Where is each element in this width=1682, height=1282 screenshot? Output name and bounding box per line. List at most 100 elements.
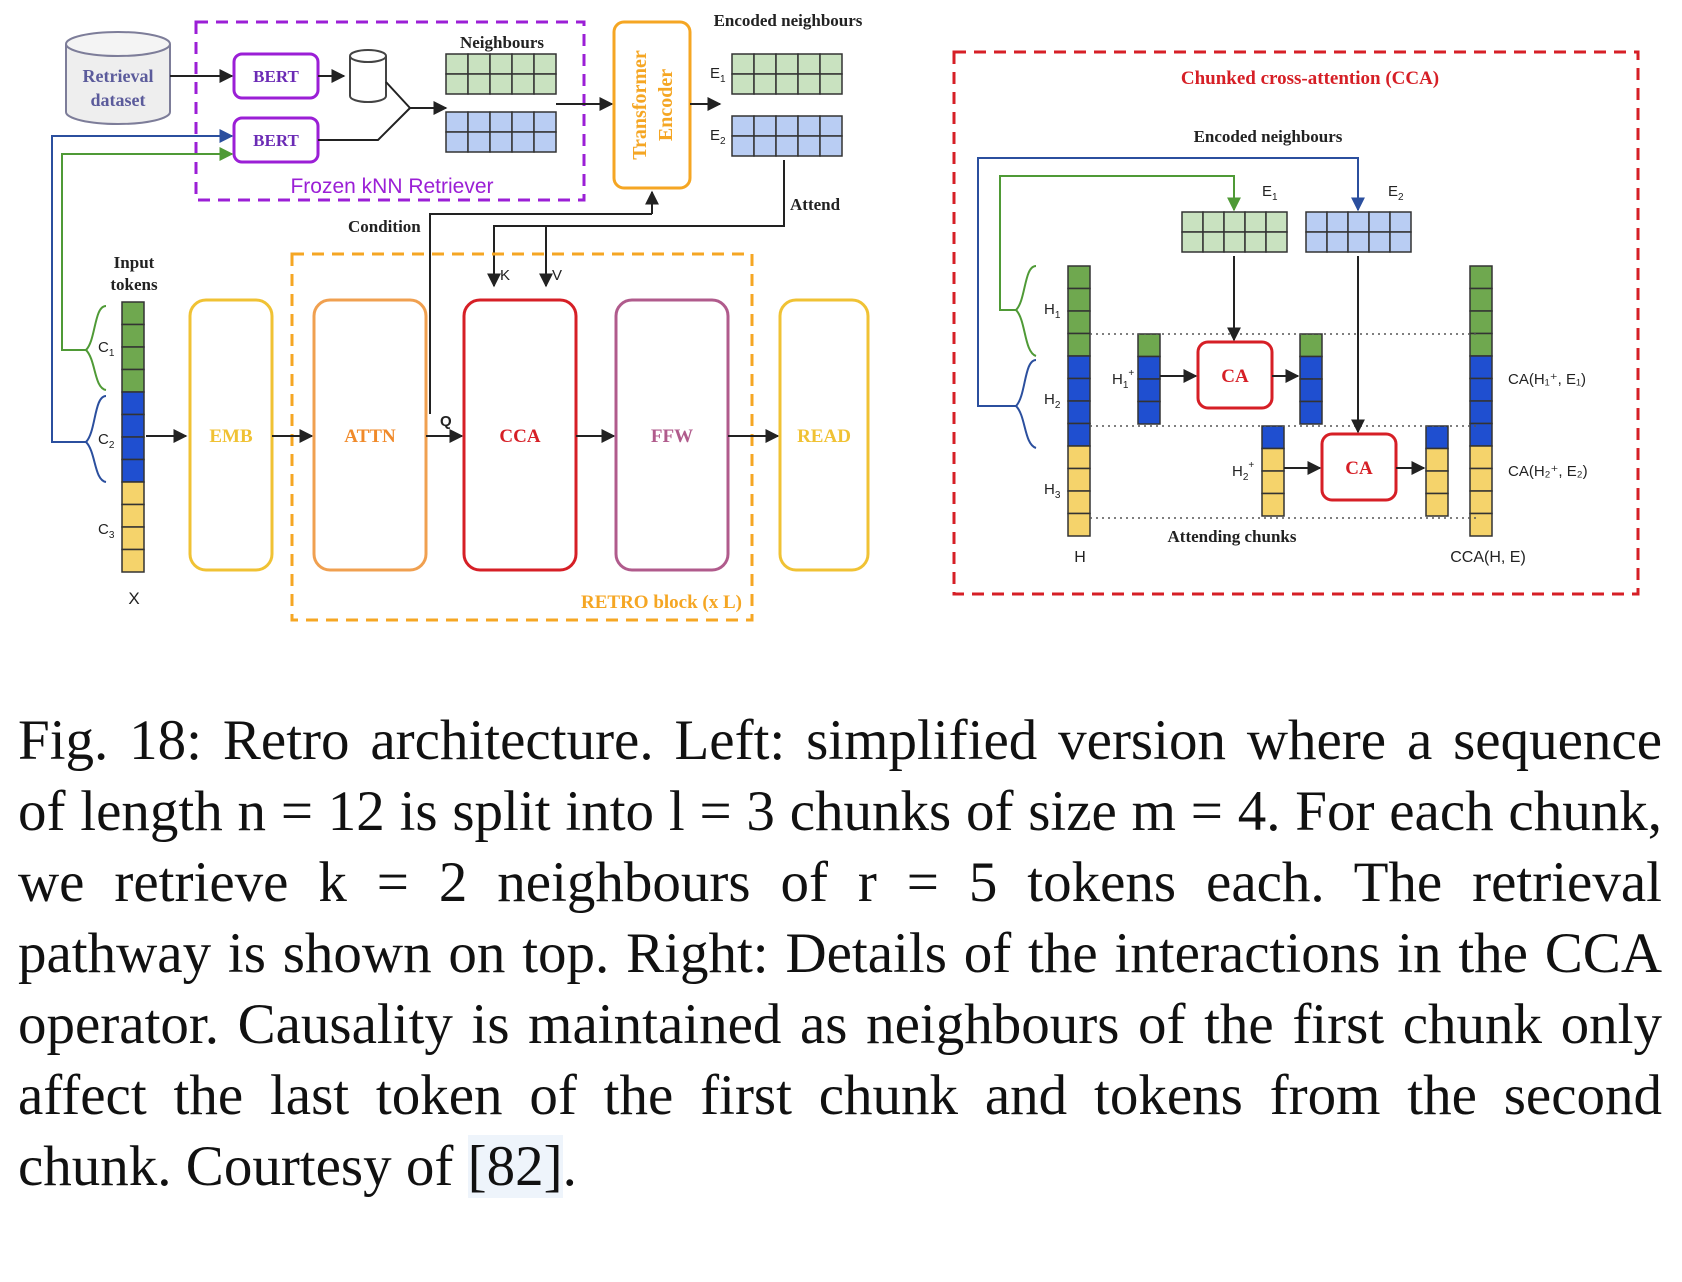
neighbours-label: Neighbours [460,33,544,52]
ca1-output-cell [1299,355,1323,380]
encoded-cell [775,115,799,137]
neighbour-cell [511,53,535,75]
right-encoded-cell [1389,211,1412,233]
encoded-cell [819,73,843,95]
encoded-cell [731,53,755,75]
h-token-cell [1067,377,1091,402]
bert-top-label: BERT [253,67,299,86]
input-token-cell [121,526,145,551]
input-token-cell [121,481,145,506]
frozen-knn-label: Frozen kNN Retriever [290,175,493,198]
input-token-cell [121,436,145,461]
ca-output-2-label: CA(H₂⁺, E₂) [1508,463,1588,480]
cca-output-label: CCA(H, E) [1450,549,1526,566]
neighbour-cell [467,111,491,133]
right-encoded-cell [1326,231,1349,253]
neighbour-cell [511,111,535,133]
c2-label: C2 [98,431,115,451]
neighbour-grids [445,53,557,153]
encoded-cell [775,135,799,157]
right-encoded-grids [1181,211,1412,253]
cca-output-cell [1469,422,1493,447]
right-encoded-cell [1244,211,1267,233]
ca1-label: CA [1221,366,1249,387]
ffw-label: FFW [651,426,693,447]
cca-output-cell [1469,400,1493,425]
cca-encoded-neighbours-label: Encoded neighbours [1194,127,1343,146]
cca-detail-title: Chunked cross-attention (CCA) [1181,68,1439,89]
ca2-label: CA [1345,458,1373,479]
ca2-output-cell [1425,470,1449,495]
retrieval-dataset-label-2: dataset [91,90,146,110]
attn-label: ATTN [344,426,396,447]
h2-plus-label: H2+ [1232,460,1254,483]
cca-output-cell [1469,265,1493,290]
figure-caption: Fig. 18: Retro architecture. Left: simpl… [18,705,1662,1202]
right-encoded-cell [1244,231,1267,253]
retrieval-dataset-label-1: Retrieval [83,66,154,86]
input-token-cell [121,346,145,371]
k-label: K [500,267,510,284]
neighbour-cell [489,53,513,75]
h-token-cell [1067,512,1091,537]
encoded-cell [797,135,821,157]
right-e1-label: E1 [1262,183,1278,203]
h1-plus-cell [1137,400,1161,425]
h2-label: H2 [1044,391,1061,411]
read-box [778,298,870,572]
transformer-encoder-box [612,20,692,190]
right-encoded-cell [1265,231,1288,253]
right-encoded-cell [1202,211,1225,233]
encoded-cell [753,135,777,157]
neighbour-cell [511,131,535,153]
emb-label: EMB [209,426,253,447]
neighbour-cell [533,53,557,75]
h2-plus-cell [1261,425,1285,450]
neighbour-cell [445,73,469,95]
read-label: READ [797,426,851,447]
encoded-cell [819,53,843,75]
h1-plus-label: H1+ [1112,368,1134,391]
right-encoded-cell [1305,231,1328,253]
h-token-cell [1067,445,1091,470]
encoded-cell [819,135,843,157]
input-token-cell [121,301,145,326]
input-token-column [121,301,145,573]
x-label: X [128,589,139,608]
neighbour-cell [489,131,513,153]
neighbour-cell [467,131,491,153]
caption-text: Fig. 18: Retro architecture. Left: simpl… [18,709,1662,1198]
input-tokens-label-2: tokens [110,275,158,294]
attending-chunks-label: Attending chunks [1168,527,1297,546]
encoded-cell [797,73,821,95]
right-encoded-cell [1368,211,1391,233]
ca1-output-cell [1299,400,1323,425]
right-encoded-cell [1389,231,1412,253]
input-token-cell [121,413,145,438]
right-encoded-cell [1181,211,1204,233]
index-cylinder [349,49,387,103]
e2-label: E2 [710,127,726,147]
encoded-cell [775,73,799,95]
citation-link[interactable]: [82] [467,1135,563,1198]
ca1-output-cell [1299,333,1323,358]
e1-label: E1 [710,65,726,85]
ca-output-1-label: CA(H₁⁺, E₁) [1508,371,1586,388]
encoded-cell [797,115,821,137]
h-token-cell [1067,310,1091,335]
neighbour-cell [489,73,513,95]
encoded-cell [731,73,755,95]
neighbour-cell [445,53,469,75]
neighbour-cell [533,131,557,153]
caption-end: . [562,1135,577,1198]
neighbour-cell [489,111,513,133]
neighbour-cell [467,53,491,75]
cca-output-cell [1469,287,1493,312]
v-label: V [552,267,562,284]
ca1-output-cell [1299,378,1323,403]
input-token-cell [121,458,145,483]
right-encoded-cell [1347,211,1370,233]
ca2-output-cell [1425,425,1449,450]
h-token-cell [1067,265,1091,290]
right-encoded-cell [1265,211,1288,233]
